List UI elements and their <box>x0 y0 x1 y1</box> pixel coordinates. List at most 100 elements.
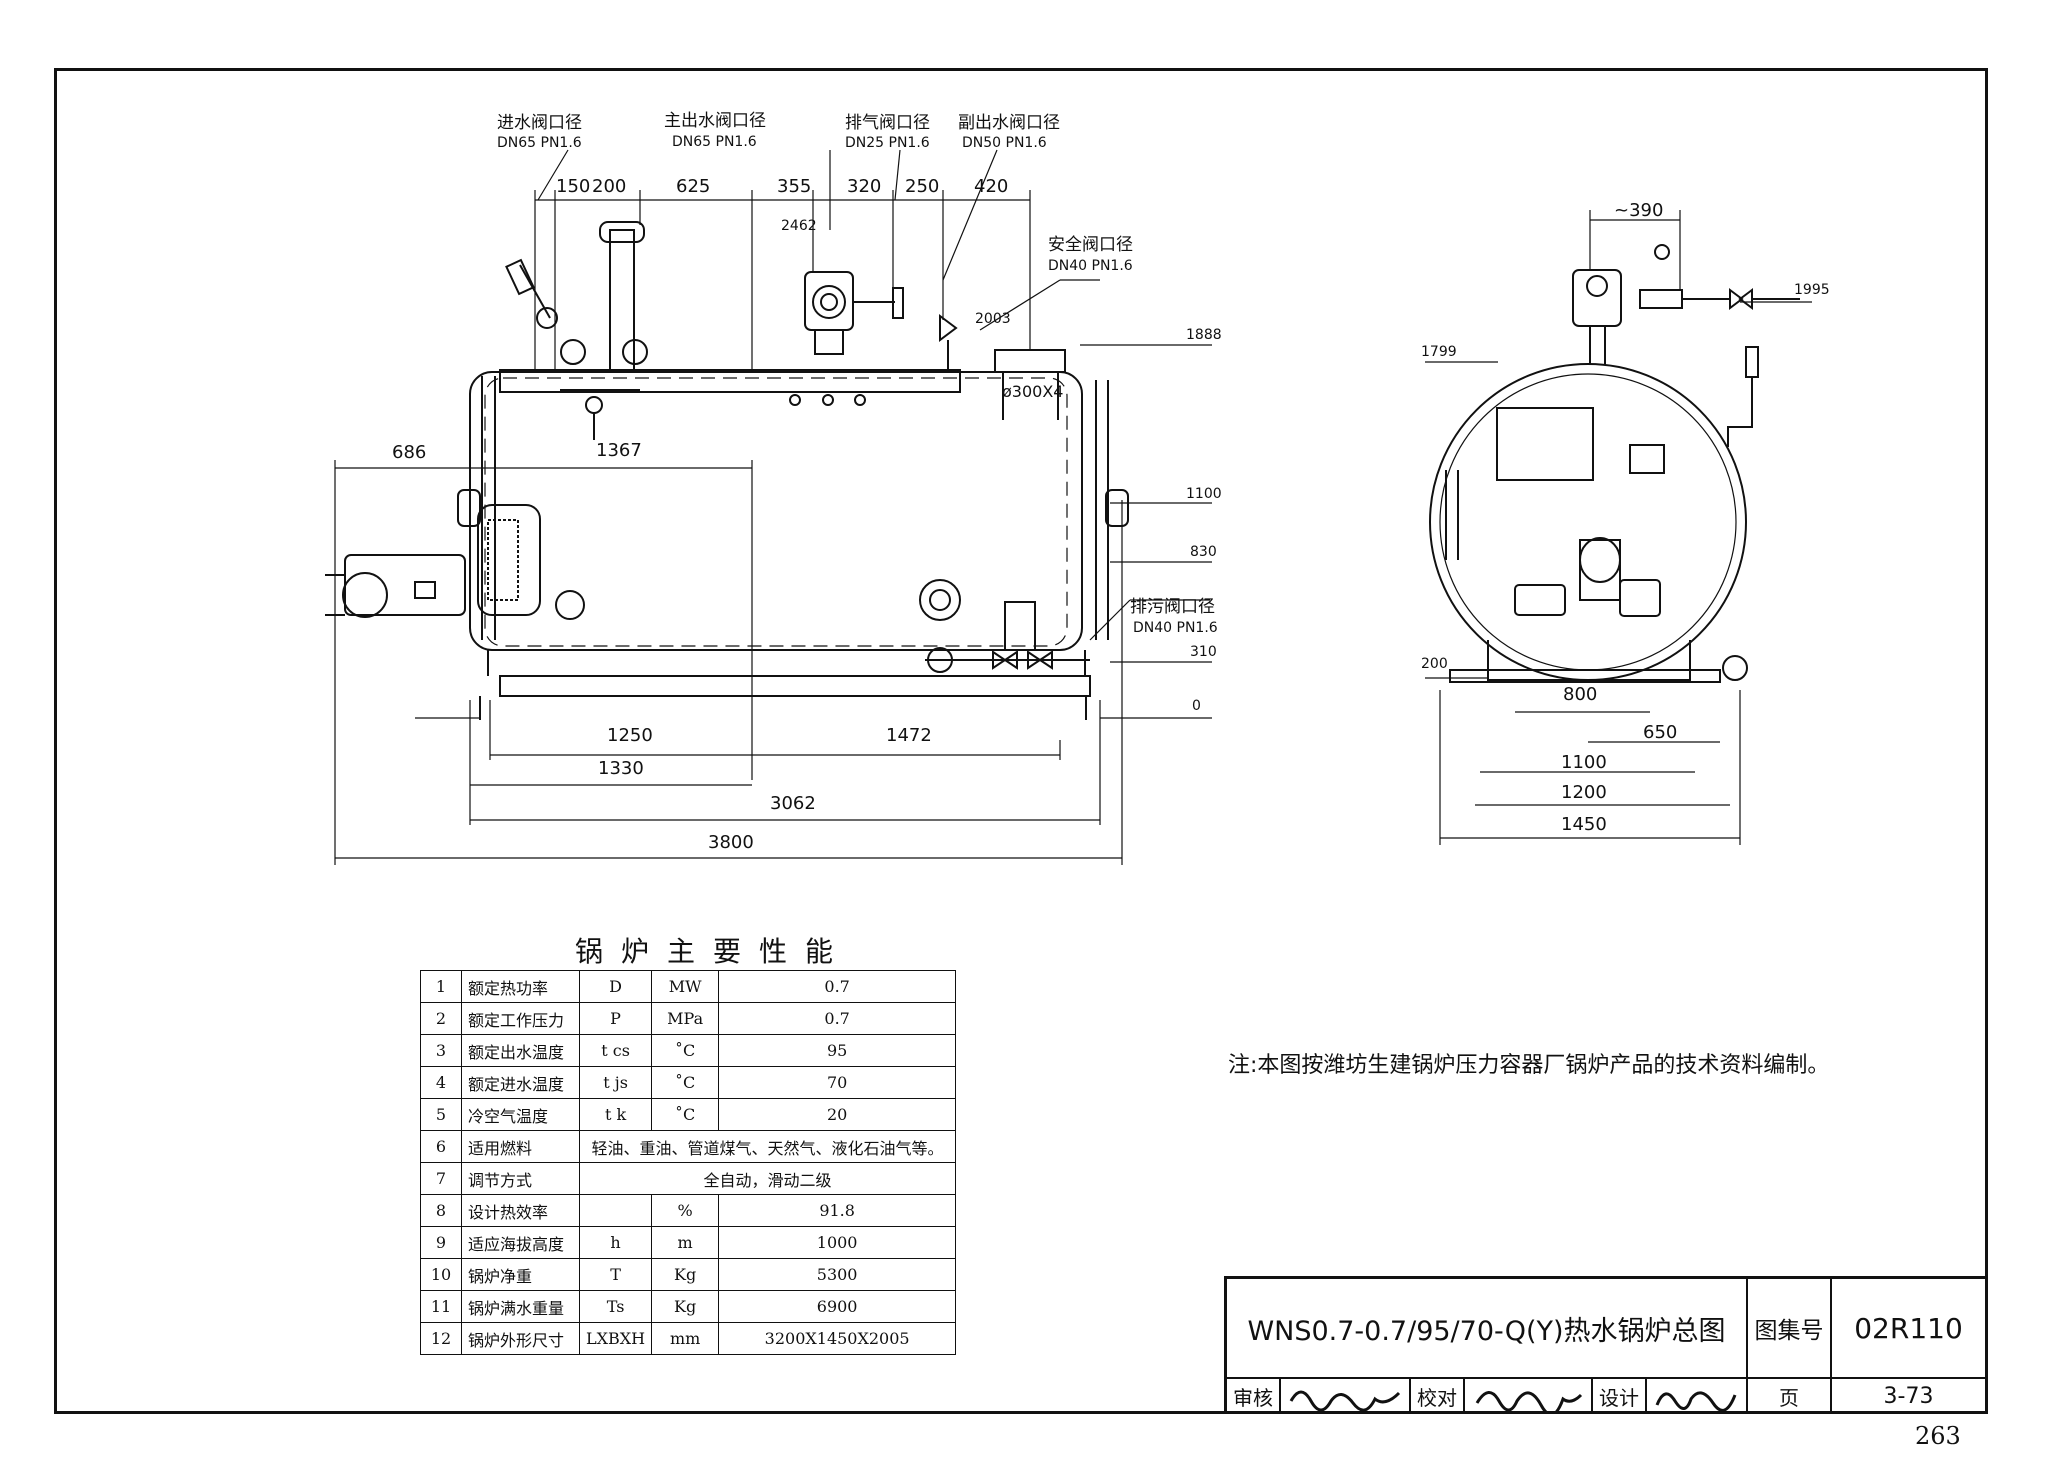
set-number: 02R110 <box>1832 1279 1985 1379</box>
level-310: 310 <box>1190 644 1217 660</box>
design-signature-mark <box>1655 1391 1736 1412</box>
set-label: 图集号 <box>1748 1279 1832 1379</box>
row-parameter: 调节方式 <box>461 1162 580 1195</box>
side-shell <box>1429 363 1747 681</box>
chimney-outlet <box>994 349 1066 373</box>
row-symbol: D <box>578 970 653 1003</box>
chimney-label: ø300X4 <box>1002 382 1064 401</box>
inlet-valve-label: 进水阀口径 <box>497 113 582 133</box>
row-unit: Kg <box>651 1258 720 1291</box>
dim-1100-side: 1100 <box>1561 752 1607 773</box>
row-unit: MW <box>651 970 720 1003</box>
row-parameter: 适应海拔高度 <box>461 1226 580 1259</box>
dim-1367: 1367 <box>596 440 642 461</box>
dim-1250: 1250 <box>607 725 653 746</box>
vent-valve-spec: DN25 PN1.6 <box>845 135 930 151</box>
drain-valve-spec: DN40 PN1.6 <box>1133 620 1218 636</box>
row-value: 轻油、重油、管道煤气、天然气、液化石油气等。 <box>578 1130 957 1163</box>
aux-outlet-valve-label: 副出水阀口径 <box>958 113 1060 133</box>
row-unit: MPa <box>651 1002 720 1035</box>
level-1888: 1888 <box>1186 327 1222 343</box>
review-signature-mark <box>1289 1390 1401 1411</box>
row-symbol: T <box>578 1258 653 1291</box>
row-symbol: t cs <box>578 1034 653 1067</box>
page-label: 页 <box>1748 1379 1832 1414</box>
review-signature <box>1281 1379 1411 1414</box>
row-symbol: LXBXH <box>578 1322 653 1355</box>
dim-200: 200 <box>592 176 627 197</box>
drain-valve-label: 排污阀口径 <box>1130 597 1215 617</box>
dim-1200: 1200 <box>1561 782 1607 803</box>
safety-valve-label: 安全阀口径 <box>1048 235 1133 255</box>
row-parameter: 额定工作压力 <box>461 1002 580 1035</box>
design-label: 设计 <box>1593 1379 1647 1414</box>
row-value: 全自动，滑动二级 <box>578 1162 957 1195</box>
row-parameter: 设计热效率 <box>461 1194 580 1227</box>
row-number: 4 <box>420 1066 462 1099</box>
row-number: 1 <box>420 970 462 1003</box>
front-view <box>325 149 1212 865</box>
row-unit: mm <box>651 1322 720 1355</box>
dim-390: ~390 <box>1614 200 1664 221</box>
review-label: 审核 <box>1227 1379 1281 1414</box>
drawing-title: WNS0.7-0.7/95/70-Q(Y)热水锅炉总图 <box>1227 1279 1748 1379</box>
row-number: 10 <box>420 1258 462 1291</box>
dim-250: 250 <box>905 176 940 197</box>
row-value: 0.7 <box>718 970 957 1003</box>
row-number: 2 <box>420 1002 462 1035</box>
row-symbol: h <box>578 1226 653 1259</box>
dim-320: 320 <box>847 176 882 197</box>
row-value: 20 <box>718 1098 957 1131</box>
burner <box>344 554 466 616</box>
row-value: 6900 <box>718 1290 957 1323</box>
dim-3062: 3062 <box>770 793 816 814</box>
performance-title: 锅炉主要性能 <box>575 935 852 968</box>
row-value: 3200X1450X2005 <box>718 1322 957 1355</box>
safety-valve-spec: DN40 PN1.6 <box>1048 258 1133 274</box>
row-symbol: Ts <box>578 1290 653 1323</box>
page-code: 3-73 <box>1883 1384 1934 1409</box>
boiler-shell <box>469 371 1083 651</box>
row-value: 91.8 <box>718 1194 957 1227</box>
row-symbol: t js <box>578 1066 653 1099</box>
row-unit: ˚C <box>651 1034 720 1067</box>
inlet-valve-spec: DN65 PN1.6 <box>497 135 582 151</box>
row-symbol: t k <box>578 1098 653 1131</box>
row-value: 70 <box>718 1066 957 1099</box>
title-block: WNS0.7-0.7/95/70-Q(Y)热水锅炉总图 图集号 02R110 审… <box>1224 1276 1988 1414</box>
row-number: 3 <box>420 1034 462 1067</box>
main-outlet-valve-label: 主出水阀口径 <box>664 111 766 131</box>
front-dimension-lines <box>334 149 1212 865</box>
row-parameter: 额定热功率 <box>461 970 580 1003</box>
dim-1472: 1472 <box>886 725 932 746</box>
level-0: 0 <box>1192 698 1201 714</box>
dim-1330: 1330 <box>598 758 644 779</box>
dim-150: 150 <box>556 176 591 197</box>
row-number: 6 <box>420 1130 462 1163</box>
dim-3800: 3800 <box>708 832 754 853</box>
dim-2003: 2003 <box>975 311 1011 327</box>
dim-1450: 1450 <box>1561 814 1607 835</box>
main-outlet-valve-spec: DN65 PN1.6 <box>672 134 757 150</box>
row-unit: Kg <box>651 1290 720 1323</box>
level-1100: 1100 <box>1186 486 1222 502</box>
check-label: 校对 <box>1411 1379 1465 1414</box>
row-number: 9 <box>420 1226 462 1259</box>
row-number: 8 <box>420 1194 462 1227</box>
row-number: 5 <box>420 1098 462 1131</box>
row-parameter: 锅炉外形尺寸 <box>461 1322 580 1355</box>
check-signature <box>1465 1379 1593 1414</box>
